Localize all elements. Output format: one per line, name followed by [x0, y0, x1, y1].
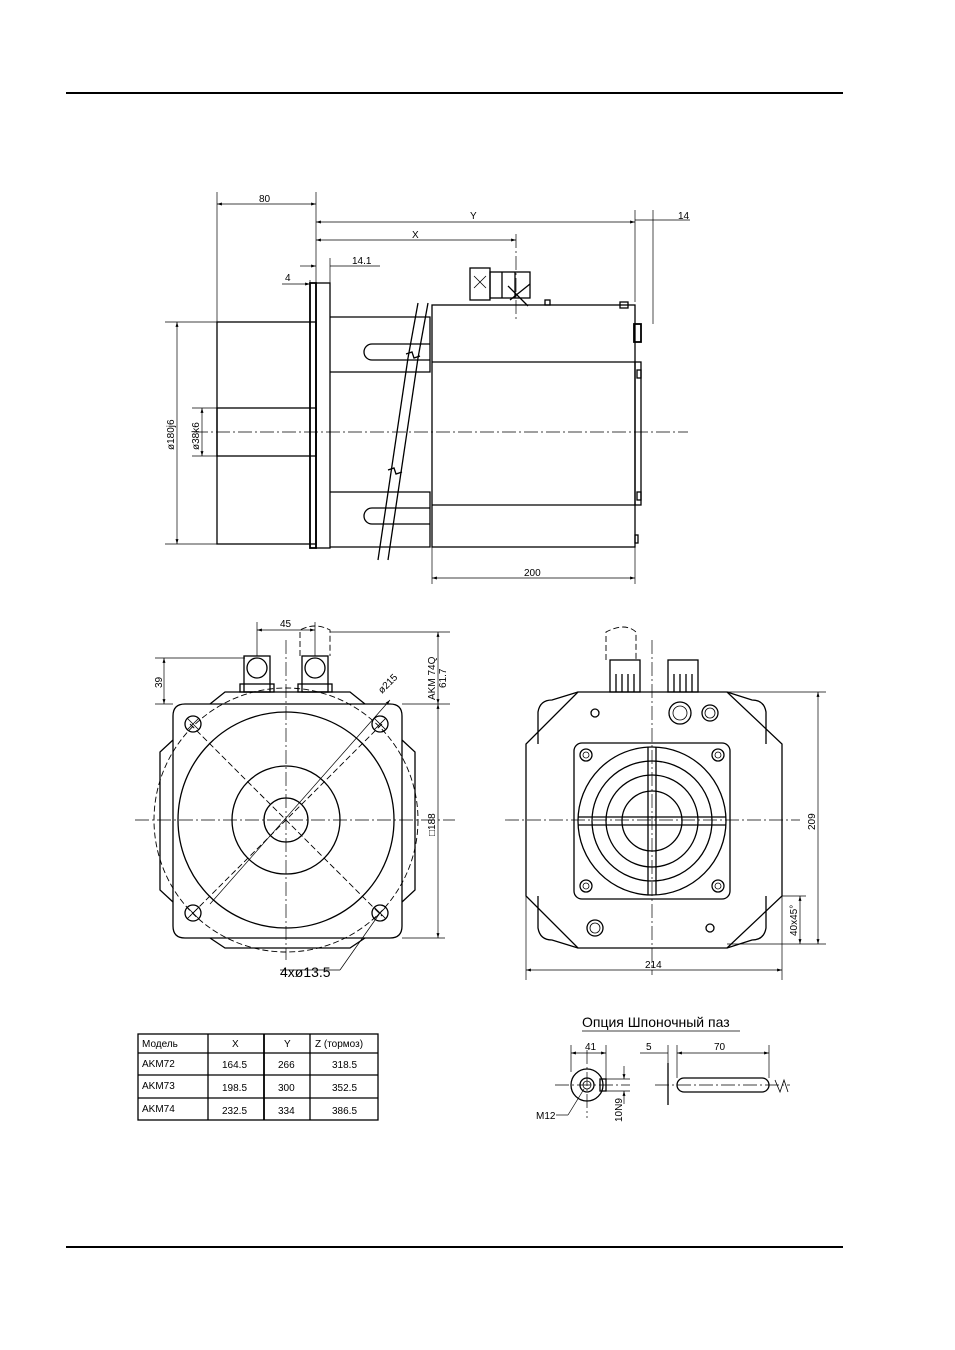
table-cell: 198.5	[222, 1083, 247, 1094]
table-cell: 352.5	[332, 1083, 357, 1094]
rear-view: 209 40x45° 214	[505, 627, 826, 980]
thread-label: M12	[536, 1111, 556, 1122]
dim-200: 200	[524, 568, 541, 579]
table-cell: AKM73	[142, 1081, 175, 1092]
table-header-x: X	[232, 1039, 239, 1050]
dim-45: 45	[280, 619, 292, 630]
dim-5: 5	[646, 1042, 652, 1053]
holes-label: 4xø13.5	[280, 964, 331, 980]
dim-188: □188	[427, 813, 438, 836]
side-view: 80 Y 14 X 14.1 4 ø180j6 ø38k6 200	[165, 192, 690, 584]
dim-39: 39	[154, 676, 165, 688]
table-cell: AKM74	[142, 1104, 175, 1115]
keyway-title: Опция Шпоночный паз	[582, 1014, 730, 1030]
dim-70: 70	[714, 1042, 726, 1053]
dim-215: ø215	[376, 672, 400, 696]
dim-14-1: 14.1	[352, 256, 372, 267]
dim-80: 80	[259, 194, 271, 205]
table-cell: 318.5	[332, 1060, 357, 1071]
dim-key-width: 10N9	[614, 1098, 625, 1122]
table-cell: 386.5	[332, 1106, 357, 1117]
table-cell: 300	[278, 1083, 295, 1094]
dim-4: 4	[285, 273, 291, 284]
dim-61-7: 61.7	[438, 668, 449, 688]
dim-chamfer: 40x45°	[789, 905, 800, 936]
dim-shaft-diameter: ø38k6	[191, 422, 202, 450]
dim-flange-diameter: ø180j6	[166, 419, 177, 450]
dim-41: 41	[585, 1042, 597, 1053]
table-header-z: Z (тормоз)	[315, 1039, 363, 1050]
dim-y: Y	[470, 211, 477, 222]
table-cell: 266	[278, 1060, 295, 1071]
model-table: Модель X Y Z (тормоз) AKM72 164.5 266 31…	[138, 1034, 378, 1120]
table-cell: 334	[278, 1106, 295, 1117]
dim-14: 14	[678, 211, 690, 222]
table-cell: AKM72	[142, 1059, 175, 1070]
dim-akm740: AKM 74Q	[427, 656, 438, 700]
table-cell: 232.5	[222, 1106, 247, 1117]
dim-x: X	[412, 230, 419, 241]
front-view: ø215 45 39 AKM 74Q 61.7 □188 4xø13.5	[135, 619, 455, 980]
dim-214: 214	[645, 960, 662, 971]
table-header-y: Y	[284, 1039, 291, 1050]
table-cell: 164.5	[222, 1060, 247, 1071]
keyway-option: Опция Шпоночный паз 41 10N9 M12 5 70	[536, 1014, 790, 1122]
table-header-model: Модель	[142, 1039, 178, 1050]
dim-209: 209	[807, 813, 818, 830]
